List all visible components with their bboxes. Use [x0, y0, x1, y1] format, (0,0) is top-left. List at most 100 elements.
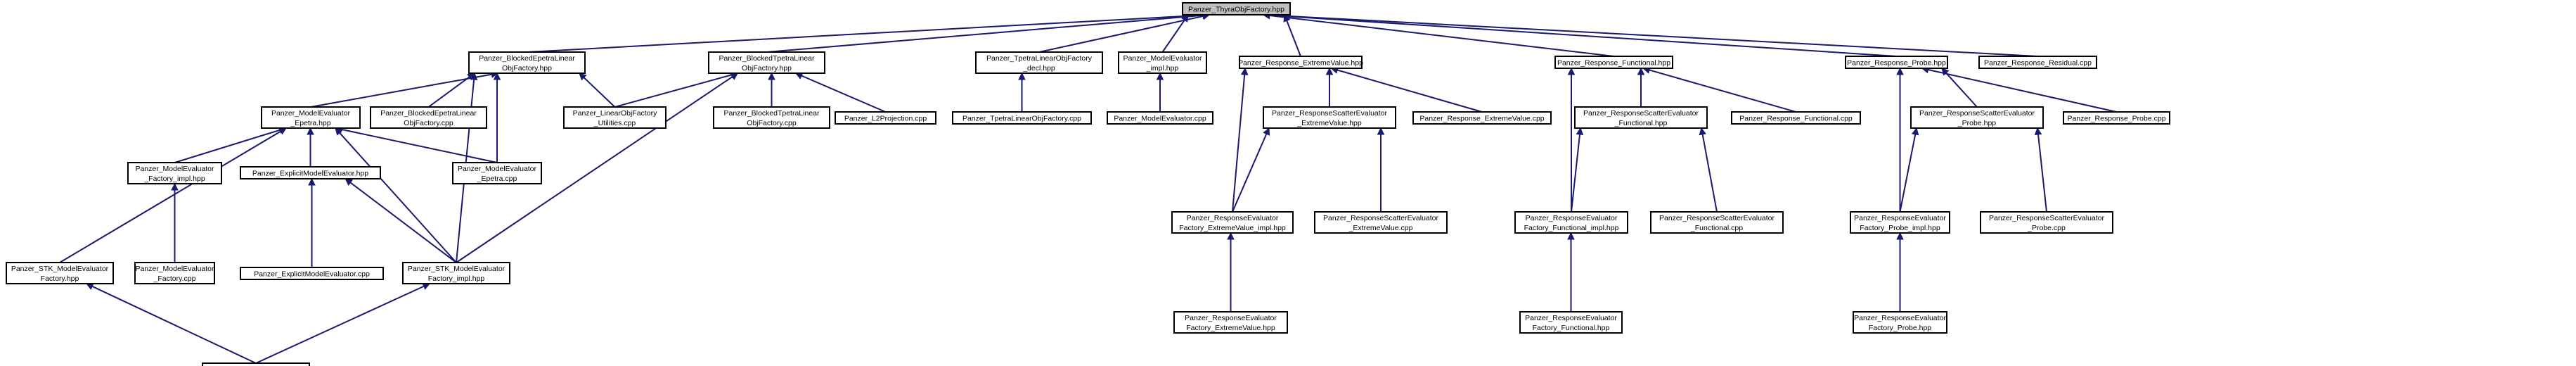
node-model_eval_epetra_hpp[interactable]: Panzer_ModelEvaluator_Epetra.hpp [261, 106, 361, 129]
node-rse_probe_cpp[interactable]: Panzer_ResponseScatterEvaluator_Probe.cp… [1980, 211, 2113, 234]
node-label: Panzer_BlockedEpetraLinear [380, 109, 477, 118]
node-label: Factory_Functional_impl.hpp [1524, 224, 1619, 232]
node-label: Panzer_ResponseEvaluator [1526, 214, 1618, 222]
node-resp_extreme_hpp[interactable]: Panzer_Response_ExtremeValue.hpp [1238, 56, 1363, 69]
node-rse_probe_hpp[interactable]: Panzer_ResponseScatterEvaluator_Probe.hp… [1910, 106, 2044, 129]
edge-line [1286, 20, 1301, 57]
node-model_eval_cpp[interactable]: Panzer_ModelEvaluator.cpp [1107, 111, 1213, 125]
node-resp_functional_cpp[interactable]: Panzer_Response_Functional.cpp [1731, 111, 1861, 125]
node-label: Panzer_STK_ModelEvaluator [408, 265, 505, 273]
node-me_epetra_cpp[interactable]: Panzer_ModelEvaluator_Epetra.cpp [452, 162, 542, 184]
edge-line [349, 182, 457, 263]
node-label: Panzer_ModelEvaluator [135, 165, 214, 173]
node-resp_extreme_cpp[interactable]: Panzer_Response_ExtremeValue.cpp [1412, 111, 1552, 125]
edge-arrowhead [579, 72, 587, 81]
node-ref_probe_hpp[interactable]: Panzer_ResponseEvaluatorFactory_Probe.hp… [1853, 311, 1947, 334]
edge-arrowhead [1911, 127, 1919, 136]
node-label: _ExtremeValue.hpp [1296, 119, 1362, 127]
node-box [1314, 211, 1448, 234]
edge-line [583, 77, 616, 108]
node-me_factory_impl[interactable]: Panzer_ModelEvaluator_Factory_impl.hpp [127, 162, 222, 184]
node-rse_functional_hpp[interactable]: Panzer_ResponseScatterEvaluator_Function… [1574, 106, 1708, 129]
node-stk_me_factory_impl[interactable]: Panzer_STK_ModelEvaluatorFactory_impl.hp… [402, 262, 510, 284]
node-box [6, 262, 114, 284]
edge-model_eval_impl-to-root [1161, 14, 1189, 53]
edge-line [1945, 72, 1978, 108]
edge-arrowhead [1018, 72, 1026, 80]
edge-resp_probe_cpp-to-resp_probe_hpp [1921, 65, 2117, 113]
node-label: Panzer_ModelEvaluator [135, 265, 214, 273]
node-resp_functional_hpp[interactable]: Panzer_Response_Functional.hpp [1554, 56, 1673, 69]
node-box [1182, 2, 1291, 15]
node-label: Panzer_ResponseEvaluator [1185, 314, 1277, 322]
node-resp_probe_hpp[interactable]: Panzer_Response_Probe.hpp [1845, 56, 1948, 69]
edge-line [1928, 68, 2117, 113]
node-label: ObjFactory.cpp [747, 119, 797, 127]
edge-arrowhead [2034, 127, 2042, 136]
node-rse_functional_cpp[interactable]: Panzer_ResponseScatterEvaluator_Function… [1650, 211, 1784, 234]
node-label: Panzer_ThyraObjFactory.hpp [1188, 6, 1284, 14]
edge-rse_functional_cpp-to-rse_functional_hpp [1699, 127, 1718, 213]
node-box [1574, 106, 1708, 129]
node-label: Panzer_Response_ExtremeValue.hpp [1238, 59, 1363, 68]
node-linear_obj_util[interactable]: Panzer_LinearObjFactory_Utilities.cpp [563, 106, 666, 129]
edge-ref_functional_impl-to-rse_functional_hpp [1571, 127, 1584, 213]
edge-resp_residual_cpp-to-root [1262, 11, 2038, 57]
edge-line [801, 75, 886, 113]
edge-stk_me_factory_hpp-to-model_eval_epetra_hpp [59, 127, 287, 263]
node-resp_probe_cpp[interactable]: Panzer_Response_Probe.cpp [2063, 111, 2170, 125]
node-box [1731, 111, 1861, 125]
edge-arrowhead [1325, 67, 1334, 75]
node-label: Panzer_ModelEvaluator [1123, 54, 1202, 63]
edge-me_epetra_cpp-to-model_eval_epetra_hpp [334, 125, 498, 163]
node-ref_functional_impl[interactable]: Panzer_ResponseEvaluatorFactory_Function… [1514, 211, 1628, 234]
node-tpetra_cpp[interactable]: Panzer_TpetraLinearObjFactory.cpp [952, 111, 1092, 125]
node-label: Panzer_ResponseEvaluator [1525, 314, 1617, 322]
node-ref_functional_hpp[interactable]: Panzer_ResponseEvaluatorFactory_Function… [1519, 311, 1623, 334]
node-model_eval_impl[interactable]: Panzer_ModelEvaluator_impl.hpp [1118, 51, 1207, 74]
edge-line [1038, 15, 1204, 53]
edge-line [1701, 134, 1718, 213]
node-root[interactable]: Panzer_ThyraObjFactory.hpp [1182, 2, 1291, 15]
edge-explicit_me_cpp-to-explicit_me_hpp [308, 177, 316, 267]
edge-ref_functional_impl-to-resp_functional_hpp [1567, 67, 1576, 212]
edge-arrowhead [278, 127, 287, 135]
edge-line [527, 14, 1204, 53]
node-box [952, 111, 1092, 125]
node-label: Panzer_ResponseScatterEvaluator [1919, 109, 2035, 118]
node-ref_probe_impl[interactable]: Panzer_ResponseEvaluatorFactory_Probe_im… [1850, 211, 1950, 234]
node-ref_extreme_impl[interactable]: Panzer_ResponseEvaluatorFactory_ExtremeV… [1171, 211, 1294, 234]
node-label: _Epetra.cpp [477, 175, 517, 183]
edge-linear_obj_util-to-blocked_tpetra_hpp [614, 71, 739, 108]
edge-ref_probe_impl-to-rse_probe_hpp [1899, 127, 1919, 213]
edge-arrowhead [1377, 127, 1385, 135]
node-label: Panzer_L2Projection.cpp [844, 115, 927, 123]
node-label: Panzer_LinearObjFactory [573, 109, 657, 118]
node-label: Panzer_TpetraLinearObjFactory [986, 54, 1093, 63]
node-ref_extreme_hpp[interactable]: Panzer_ResponseEvaluatorFactory_ExtremeV… [1173, 311, 1288, 334]
edge-line [456, 76, 733, 263]
node-box [1853, 311, 1947, 334]
node-box [708, 51, 825, 74]
edge-ref_extreme_impl-to-rse_extreme_hpp [1232, 127, 1270, 213]
node-l2proj[interactable]: Panzer_L2Projection.cpp [835, 111, 936, 125]
edge-arrowhead [730, 72, 739, 80]
node-label: Panzer_ExplicitModelEvaluator.hpp [252, 170, 368, 178]
edge-arrowhead [1567, 67, 1576, 75]
edge-arrowhead [307, 127, 314, 135]
node-resp_residual_cpp[interactable]: Panzer_Response_Residual.cpp [1978, 56, 2097, 69]
node-me_factory_cpp[interactable]: Panzer_ModelEvaluator_Factory.cpp [134, 262, 215, 284]
edge-arrowhead [1699, 127, 1706, 136]
node-tpetra_decl[interactable]: Panzer_TpetraLinearObjFactory_decl.hpp [975, 51, 1103, 74]
node-explicit_me_cpp[interactable]: Panzer_ExplicitModelEvaluator.cpp [240, 267, 384, 280]
node-rse_extreme_cpp[interactable]: Panzer_ResponseScatterEvaluator_ExtremeV… [1314, 211, 1448, 234]
edge-blocked_epetra_hpp-to-root [527, 11, 1211, 53]
node-rse_extreme_hpp[interactable]: Panzer_ResponseScatterEvaluator_ExtremeV… [1263, 106, 1396, 129]
node-explicit_me_hpp[interactable]: Panzer_ExplicitModelEvaluator.hpp [240, 166, 381, 179]
